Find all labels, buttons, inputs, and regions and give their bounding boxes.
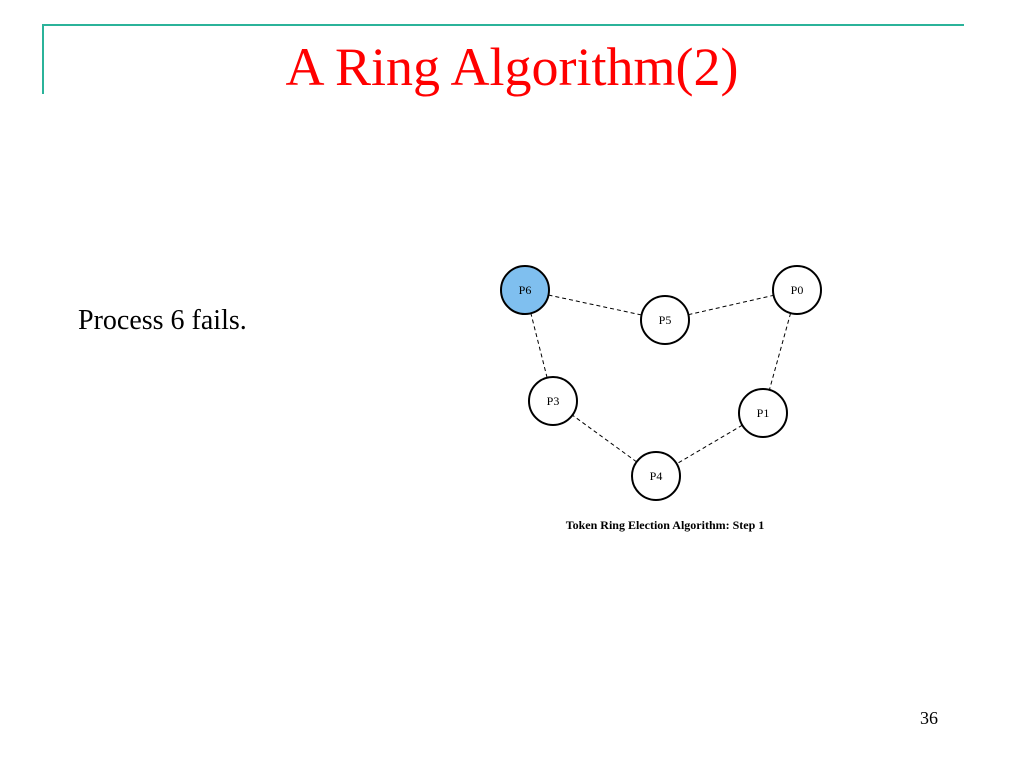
node-label-p5: P5	[659, 313, 672, 327]
node-circle-p1	[738, 388, 788, 438]
edges-layer	[530, 294, 792, 465]
node-p0: P0	[772, 265, 822, 315]
edge-p6-p5	[548, 294, 642, 316]
diagram-caption: Token Ring Election Algorithm: Step 1	[566, 518, 765, 532]
node-label-p3: P3	[547, 394, 560, 408]
edge-p5-p0	[688, 294, 774, 316]
node-circle-p5	[640, 295, 690, 345]
node-label-p1: P1	[757, 406, 770, 420]
edge-p0-p1	[768, 312, 792, 391]
node-p6: P6	[500, 265, 550, 315]
node-p3: P3	[528, 376, 578, 426]
edge-p3-p6	[530, 313, 548, 378]
page-number: 36	[920, 708, 938, 728]
node-circle-p4	[631, 451, 681, 501]
node-circle-p6	[500, 265, 550, 315]
edge-p1-p4	[676, 424, 743, 465]
node-circle-p3	[528, 376, 578, 426]
node-circle-p0	[772, 265, 822, 315]
node-p4: P4	[631, 451, 681, 501]
frame-top-line	[42, 24, 964, 26]
slide-title: A Ring Algorithm(2)	[285, 37, 739, 97]
node-p5: P5	[640, 295, 690, 345]
node-label-p6: P6	[519, 283, 532, 297]
edge-p4-p3	[572, 414, 637, 463]
node-p1: P1	[738, 388, 788, 438]
body-text: Process 6 fails.	[78, 305, 247, 336]
frame-left-line	[42, 24, 44, 94]
node-label-p4: P4	[650, 469, 663, 483]
node-label-p0: P0	[791, 283, 804, 297]
